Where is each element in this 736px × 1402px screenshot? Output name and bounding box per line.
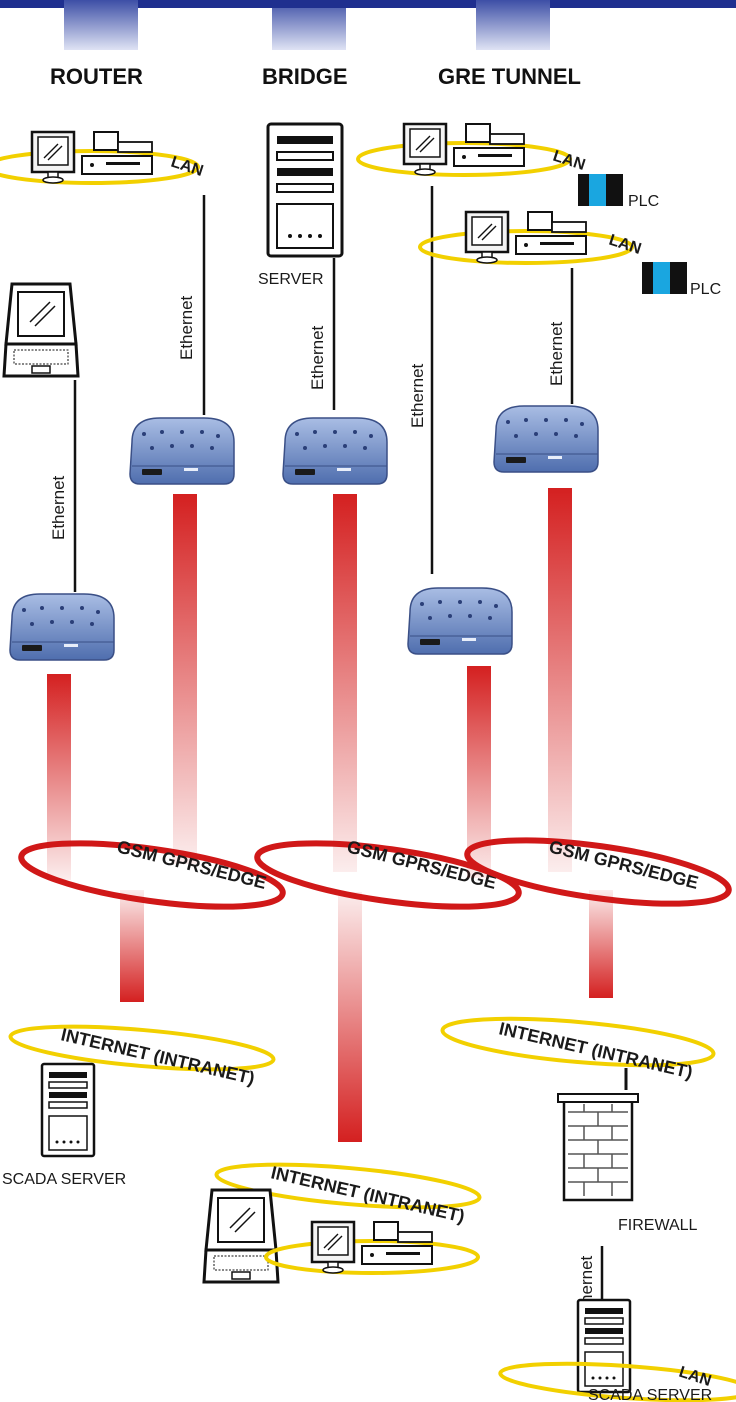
gre-ethernet-label-2: Ethernet [547,321,566,386]
router-modem-2 [9,593,115,661]
gre-scada-server-label: SCADA SERVER [588,1387,712,1402]
bridge-signal-bar-1 [333,494,357,872]
router-scada-server [40,1062,96,1158]
gre-lan-workstation-1 [356,122,572,177]
gre-modem-2 [407,587,513,655]
router-signal-bar-1 [173,494,197,864]
gre-internet-ring [440,1016,716,1068]
gre-scada-server [576,1298,632,1394]
router-lan-workstation [0,130,200,185]
gre-plc-1 [578,174,623,206]
header-gre-tunnel: GRE TUNNEL [438,64,581,89]
bridge-internet-label: INTERNET (INTRANET) [269,1162,466,1226]
gre-lan-workstation-2 [418,210,634,265]
router-signal-bar-2 [47,674,71,880]
gre-modem-1 [493,405,599,473]
bridge-signal-bar-2 [338,892,362,1142]
router-gsm-ring [18,840,286,910]
bridge-server-label: SERVER [258,271,324,288]
gre-lan-ring-3 [498,1361,736,1402]
gre-plc-label-2: PLC [690,281,721,298]
bridge-modem [282,417,388,485]
bridge-laptop [202,1188,280,1284]
gre-firewall-label: FIREWALL [618,1217,698,1234]
gre-firewall [557,1093,639,1202]
bridge-workstation [264,1220,480,1275]
header-router: ROUTER [50,64,143,89]
router-ethernet-label-1: Ethernet [177,295,196,360]
bridge-ethernet-label: Ethernet [308,325,327,390]
bridge-gsm-ring [254,840,522,910]
gre-plc-2 [642,262,687,294]
gre-lan-label-1: LAN [551,148,588,174]
gre-ethernet-label-1: Ethernet [408,363,427,428]
router-ethernet-label-2: Ethernet [49,475,68,540]
router-scada-server-label: SCADA SERVER [2,1171,126,1188]
gre-gsm-ring [464,837,732,907]
router-laptop [2,282,80,378]
header-bar [0,0,736,50]
header-bridge: BRIDGE [262,64,348,89]
gre-plc-label-1: PLC [628,193,659,210]
router-internet-ring [8,1024,276,1072]
router-modem-1 [129,417,235,485]
gre-signal-bar-3 [589,890,613,998]
bridge-internet-ring [214,1162,482,1210]
router-signal-bar-3 [120,890,144,1002]
gre-signal-bar-1 [548,488,572,872]
gre-internet-label: INTERNET (INTRANET) [497,1018,694,1082]
bridge-server [266,122,344,258]
